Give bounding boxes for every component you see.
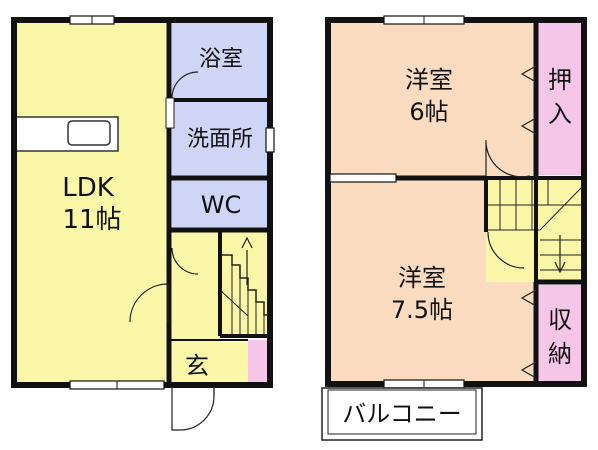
ldk-label: LDK — [62, 173, 115, 203]
western-room-6-label: 洋室 — [405, 66, 453, 94]
balcony-label: バルコニー — [342, 400, 462, 428]
ldk-size-label: 11帖 — [62, 205, 121, 235]
western-room-7-5-size-label: 7.5帖 — [391, 296, 453, 324]
windows-2f — [329, 15, 465, 389]
floor-1: LDK 11帖 浴室 洗面所 WC 玄 — [11, 15, 275, 431]
western-room-6-size-label: 6帖 — [409, 98, 448, 126]
shoe-closet — [248, 340, 270, 383]
wc-room — [172, 180, 270, 228]
wc-label: WC — [201, 191, 242, 219]
entrance-area — [172, 342, 248, 383]
closet-oshiire-label-top: 押 — [548, 66, 572, 94]
closet-shuno-label-bottom: 納 — [548, 340, 572, 368]
bathroom — [172, 20, 270, 98]
entrance-label: 玄 — [185, 352, 209, 380]
washroom-label: 洗面所 — [187, 127, 253, 152]
door-swings-1f — [129, 71, 215, 431]
closet-shuno-label-top: 収 — [548, 306, 572, 334]
ldk-room — [14, 20, 169, 385]
balcony — [321, 387, 483, 441]
closet-shuno — [538, 285, 584, 384]
door-swings-2f — [485, 65, 537, 379]
closet-oshiire — [538, 20, 584, 175]
floor-2: 洋室 6帖 洋室 7.5帖 押 入 収 納 バルコニー — [321, 15, 587, 441]
western-room-7-5-label: 洋室 — [398, 264, 446, 292]
windows-1f — [69, 15, 275, 390]
western-room-6 — [328, 20, 536, 177]
bathroom-label: 浴室 — [199, 47, 243, 72]
walls-1f — [11, 17, 273, 388]
kitchen-sink-icon — [67, 120, 111, 146]
washroom — [172, 101, 270, 176]
staircase-1f — [219, 231, 270, 336]
closet-oshiire-label-bottom: 入 — [548, 100, 572, 128]
